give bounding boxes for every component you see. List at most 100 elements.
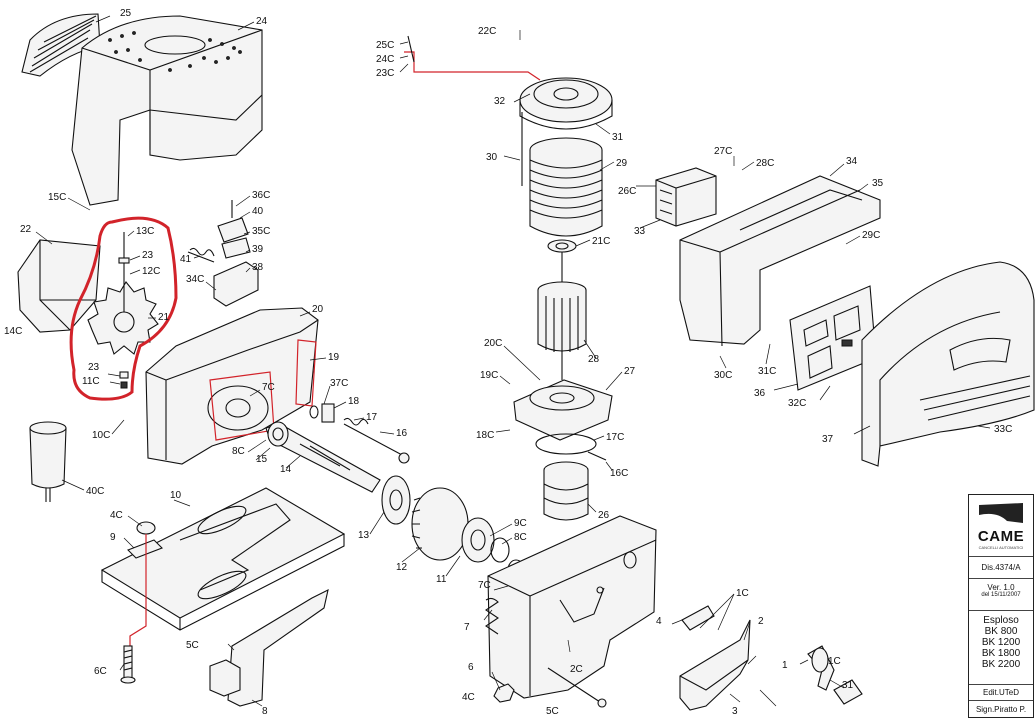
callout-6c: 6C bbox=[94, 666, 107, 677]
part-21-drive-gear bbox=[87, 232, 159, 389]
callout-18c: 18C bbox=[476, 430, 494, 441]
part-26-pulley bbox=[543, 451, 607, 521]
brand-mark-icon bbox=[979, 503, 1023, 523]
leader-lines bbox=[35, 15, 991, 707]
callout-11: 11 bbox=[436, 574, 447, 585]
part-13-flange bbox=[381, 475, 411, 525]
callout-31-lower: 31 bbox=[842, 680, 854, 691]
callout-16: 16 bbox=[396, 428, 408, 439]
part-6c-bolt bbox=[120, 645, 136, 684]
part-22-side-cover bbox=[17, 239, 101, 333]
drawing-number: Dis.4374/A bbox=[969, 557, 1033, 579]
callout-1: 1 bbox=[782, 660, 788, 671]
callout-4: 4 bbox=[656, 616, 662, 627]
callout-13: 13 bbox=[358, 530, 370, 541]
sign-info: Sign.Piratto P. bbox=[975, 705, 1027, 714]
red-highlight-outline bbox=[69, 216, 178, 401]
callout-27: 27 bbox=[624, 366, 636, 377]
callout-7c-lower: 7C bbox=[478, 580, 491, 591]
callout-17: 17 bbox=[366, 412, 378, 423]
callout-9c: 9C bbox=[514, 518, 527, 529]
callout-7c-upper: 7C bbox=[262, 382, 275, 393]
part-25-grille bbox=[21, 13, 101, 77]
part-29-stator bbox=[529, 137, 603, 237]
part-17c-oring bbox=[535, 433, 597, 455]
description: Esploso BK 800 BK 1200 BK 1800 BK 2200 bbox=[969, 611, 1033, 685]
callout-23-lower: 23 bbox=[88, 362, 100, 373]
callout-5c: 5C bbox=[186, 640, 199, 651]
callout-22c: 22C bbox=[478, 26, 496, 37]
callout-25c: 25C bbox=[376, 40, 394, 51]
callout-24: 24 bbox=[256, 16, 268, 27]
callout-29c: 29C bbox=[862, 230, 880, 241]
callout-23-upper: 23 bbox=[142, 250, 154, 261]
callout-10: 10 bbox=[170, 490, 182, 501]
callout-30c: 30C bbox=[714, 370, 732, 381]
callout-26: 26 bbox=[598, 510, 610, 521]
callout-3: 3 bbox=[732, 706, 738, 717]
callout-8: 8 bbox=[262, 706, 268, 717]
callout-35: 35 bbox=[872, 178, 884, 189]
part-38-limit-switch bbox=[187, 200, 259, 307]
callout-12c: 12C bbox=[142, 266, 160, 277]
callout-6: 6 bbox=[468, 662, 474, 673]
callout-37: 37 bbox=[822, 434, 834, 445]
part-14-worm-shaft bbox=[265, 421, 381, 493]
callout-19: 19 bbox=[328, 352, 340, 363]
part-21c-bearing bbox=[547, 239, 577, 253]
part-1-release-lever bbox=[681, 605, 863, 705]
callout-24c: 24C bbox=[376, 54, 394, 65]
callout-4c-lower: 4C bbox=[462, 692, 475, 703]
part-6-lower-housing bbox=[487, 515, 657, 699]
callout-30: 30 bbox=[486, 152, 498, 163]
callout-8c-right: 8C bbox=[514, 532, 527, 543]
part-16-17-18-hardware bbox=[309, 403, 410, 464]
callout-34: 34 bbox=[846, 156, 858, 167]
part-7-spring bbox=[485, 597, 499, 635]
callout-18: 18 bbox=[348, 396, 360, 407]
model-bk2200: BK 2200 bbox=[981, 659, 1021, 670]
part-10-base-plate bbox=[100, 487, 346, 648]
callout-40: 40 bbox=[252, 206, 264, 217]
callout-25: 25 bbox=[120, 8, 132, 19]
callout-20: 20 bbox=[312, 304, 324, 315]
callout-12: 12 bbox=[396, 562, 408, 573]
callout-1c-upper: 1C bbox=[736, 588, 749, 599]
callout-32: 32 bbox=[494, 96, 506, 107]
callout-21: 21 bbox=[158, 312, 170, 323]
callout-1c-lower: 1C bbox=[828, 656, 841, 667]
callout-35c: 35C bbox=[252, 226, 270, 237]
callout-31-upper: 31 bbox=[612, 132, 624, 143]
callout-15: 15 bbox=[256, 454, 268, 465]
callout-26c: 26C bbox=[618, 186, 636, 197]
version-info: Ver. 1.0 del 15/11/2007 bbox=[969, 579, 1033, 611]
callout-28: 28 bbox=[588, 354, 600, 365]
callout-37c: 37C bbox=[330, 378, 348, 389]
part-34-35-enclosure bbox=[679, 175, 881, 347]
part-28-rotor bbox=[537, 252, 587, 380]
callout-2c: 2C bbox=[570, 664, 583, 675]
callout-5c-lower: 5C bbox=[546, 706, 559, 717]
callout-33: 33 bbox=[634, 226, 646, 237]
brand-name: CAME bbox=[977, 528, 1025, 545]
version-date: del 15/11/2007 bbox=[981, 592, 1021, 598]
part-37-front-cover bbox=[861, 261, 1035, 467]
callout-41: 41 bbox=[180, 254, 192, 265]
callout-36c: 36C bbox=[252, 190, 270, 201]
callout-13c: 13C bbox=[136, 226, 154, 237]
callout-20c: 20C bbox=[484, 338, 502, 349]
callout-36: 36 bbox=[754, 388, 766, 399]
callout-9: 9 bbox=[110, 532, 116, 543]
callout-16c: 16C bbox=[610, 468, 628, 479]
part-12-crown-gear bbox=[411, 487, 525, 581]
callout-labels: 25 24 15C 22 13C 23 12C 21 14C 23 11C 36… bbox=[4, 8, 1012, 717]
part-4c-nut bbox=[493, 683, 515, 703]
part-8-bracket bbox=[209, 588, 329, 707]
model-bk1800: BK 1800 bbox=[981, 648, 1021, 659]
callout-7: 7 bbox=[464, 622, 470, 633]
part-27-brake-plate bbox=[513, 379, 613, 441]
callout-8c-left: 8C bbox=[232, 446, 245, 457]
callout-15c: 15C bbox=[48, 192, 66, 203]
callout-32c: 32C bbox=[788, 398, 806, 409]
